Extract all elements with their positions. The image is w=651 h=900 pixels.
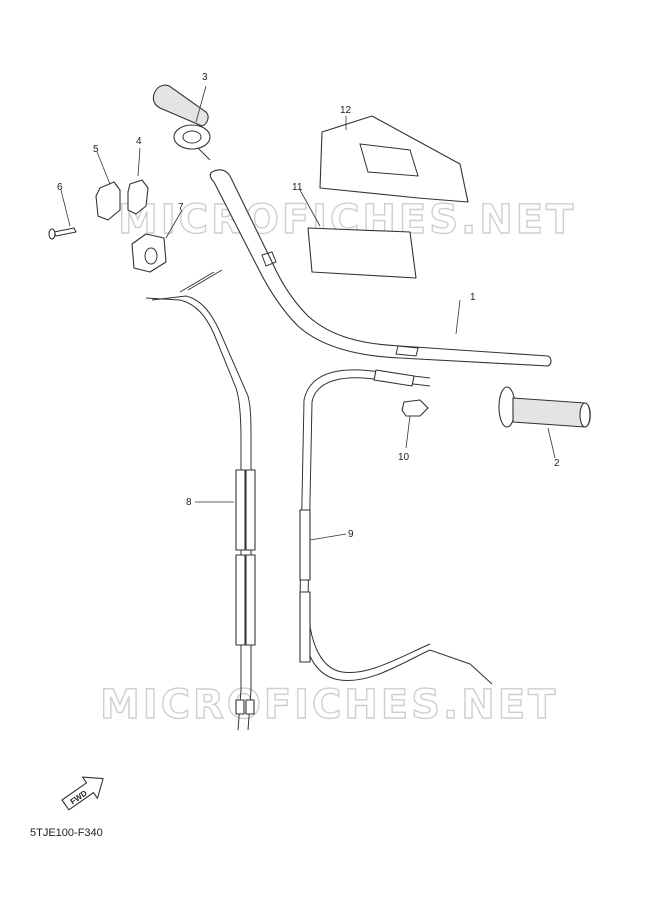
callout-11: 11	[292, 182, 303, 193]
callout-10: 10	[398, 452, 410, 463]
throttle-cables	[145, 269, 256, 731]
callout-7: 7	[178, 202, 184, 213]
fwd-arrow-icon: FWD	[61, 776, 104, 811]
callout-9: 9	[348, 529, 354, 540]
handlebar	[209, 169, 552, 367]
watermark-bottom: MICROFICHES.NET	[100, 682, 558, 728]
callout-4: 4	[136, 136, 142, 147]
callout-5: 5	[93, 144, 99, 155]
handlebar-pad	[307, 227, 417, 279]
callout-12: 12	[340, 105, 352, 116]
switch-housing	[131, 233, 167, 273]
callout-1: 1	[470, 292, 476, 303]
cable-adjuster	[401, 399, 429, 417]
callout-3: 3	[202, 72, 208, 83]
callout-8: 8	[186, 497, 192, 508]
diagram-code: 5TJE100-F340	[30, 827, 103, 839]
grip-holders	[95, 179, 149, 221]
callout-leaders	[60, 85, 556, 541]
callout-2: 2	[554, 458, 560, 469]
callout-6: 6	[57, 182, 63, 193]
throttle-grip	[152, 84, 211, 161]
right-grip	[498, 386, 591, 428]
screw	[48, 227, 77, 240]
handlebar-cover	[319, 115, 469, 203]
clutch-cable	[299, 369, 493, 685]
